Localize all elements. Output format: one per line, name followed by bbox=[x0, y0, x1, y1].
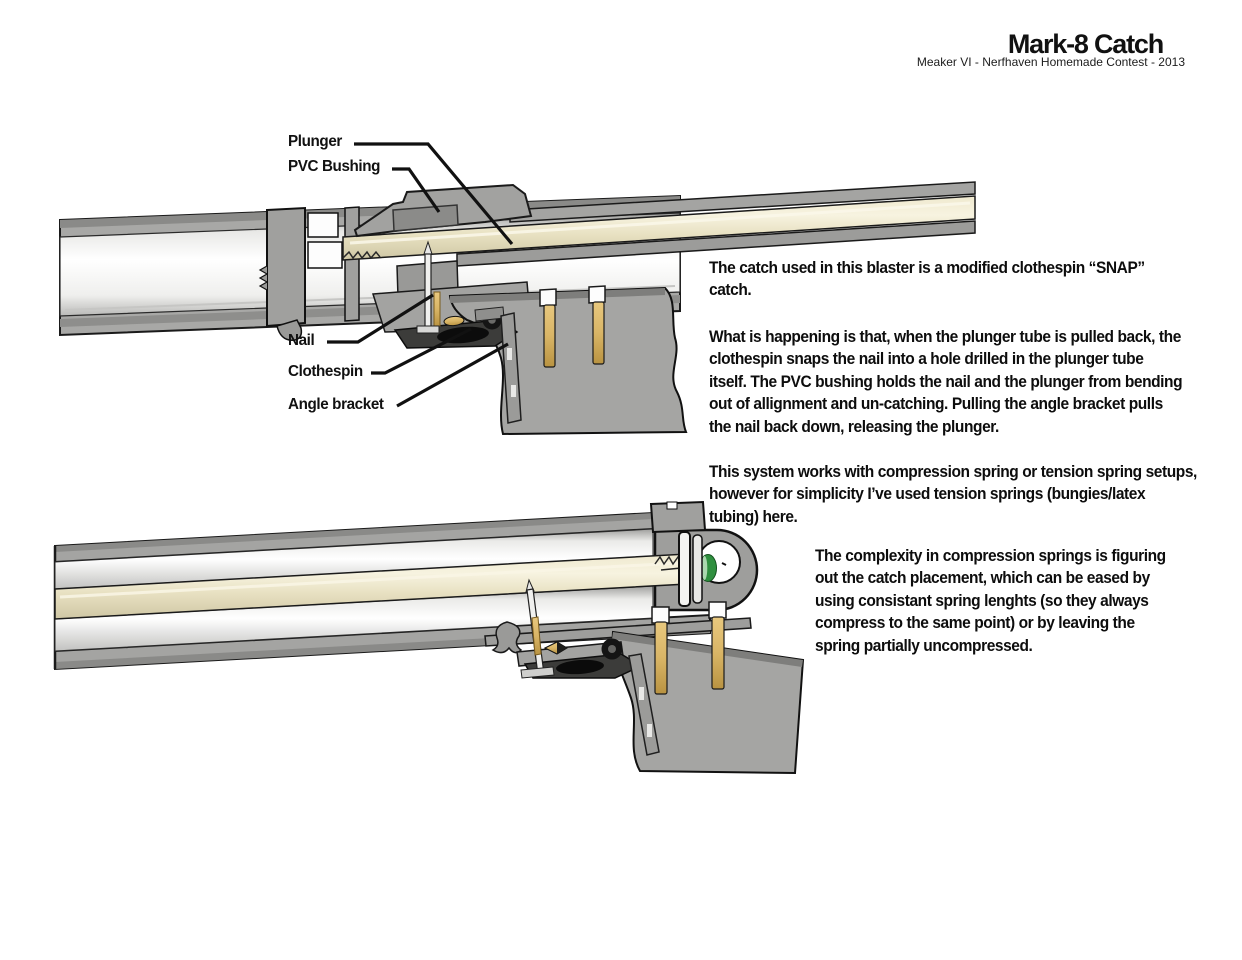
paragraph-spring-types: This system works with compression sprin… bbox=[709, 463, 1197, 526]
label-nail: Nail bbox=[288, 332, 315, 349]
nail bbox=[520, 578, 555, 679]
spring-eye bbox=[443, 315, 465, 327]
label-plunger: Plunger bbox=[288, 133, 342, 150]
narrow-tube-walls bbox=[456, 181, 976, 267]
label-angle-bracket: Angle bracket bbox=[288, 396, 384, 413]
tube-end-cap bbox=[649, 500, 707, 534]
diagram-catch-cutaway-bottom bbox=[53, 500, 805, 775]
pivot-hole bbox=[601, 638, 623, 660]
washer bbox=[678, 531, 703, 607]
screw-2 bbox=[708, 601, 727, 690]
angle-bracket bbox=[628, 653, 660, 756]
paragraph-catch-intro: The catch used in this blaster is a modi… bbox=[709, 259, 1145, 300]
screw-2 bbox=[588, 285, 606, 365]
paragraph-compression-note: The complexity in compression springs is… bbox=[815, 547, 1166, 655]
label-clothespin: Clothespin bbox=[288, 363, 363, 380]
label-pvc-bushing: PVC Bushing bbox=[288, 158, 381, 175]
page-subtitle: Meaker VI - Nerfhaven Homemade Contest -… bbox=[916, 55, 1185, 69]
screw-1 bbox=[539, 288, 557, 368]
page-title: Mark-8 Catch bbox=[1007, 29, 1164, 59]
screw-1 bbox=[651, 606, 670, 695]
paragraph-operation: What is happening is that, when the plun… bbox=[709, 328, 1183, 436]
